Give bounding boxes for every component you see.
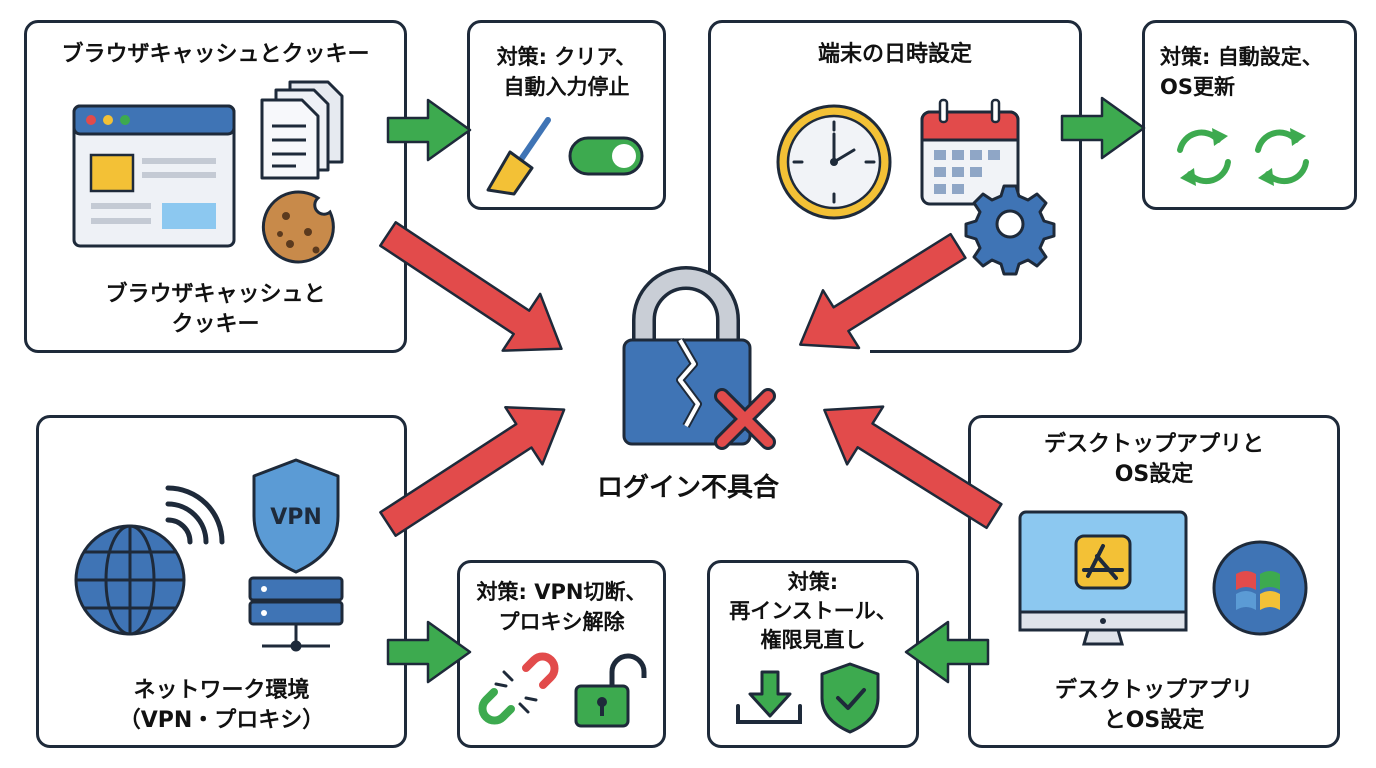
center-label: ログイン不具合: [596, 473, 779, 503]
desktop-heading: デスクトップアプリと OS設定: [1043, 432, 1264, 487]
browser-caption: ブラウザキャッシュと クッキー: [105, 282, 326, 337]
error-x-icon: [714, 388, 776, 450]
datetime-fix-text: 対策: 自動設定、 OS更新: [1160, 45, 1323, 99]
browser-fix-text: 対策: クリア、 自動入力停止: [496, 45, 637, 99]
datetime-fix-panel: [1142, 20, 1357, 210]
network-caption: ネットワーク環境 （VPN・プロキシ）: [118, 678, 325, 733]
desktop-caption: デスクトップアプリ とOS設定: [1054, 678, 1253, 733]
browser-heading: ブラウザキャッシュとクッキー: [61, 42, 370, 67]
datetime-heading: 端末の日時設定: [817, 42, 972, 67]
network-fix-text: 対策: VPN切断、 プロキシ解除: [476, 580, 647, 634]
desktop-fix-text: 対策: 再インストール、 権限見直し: [729, 570, 897, 652]
